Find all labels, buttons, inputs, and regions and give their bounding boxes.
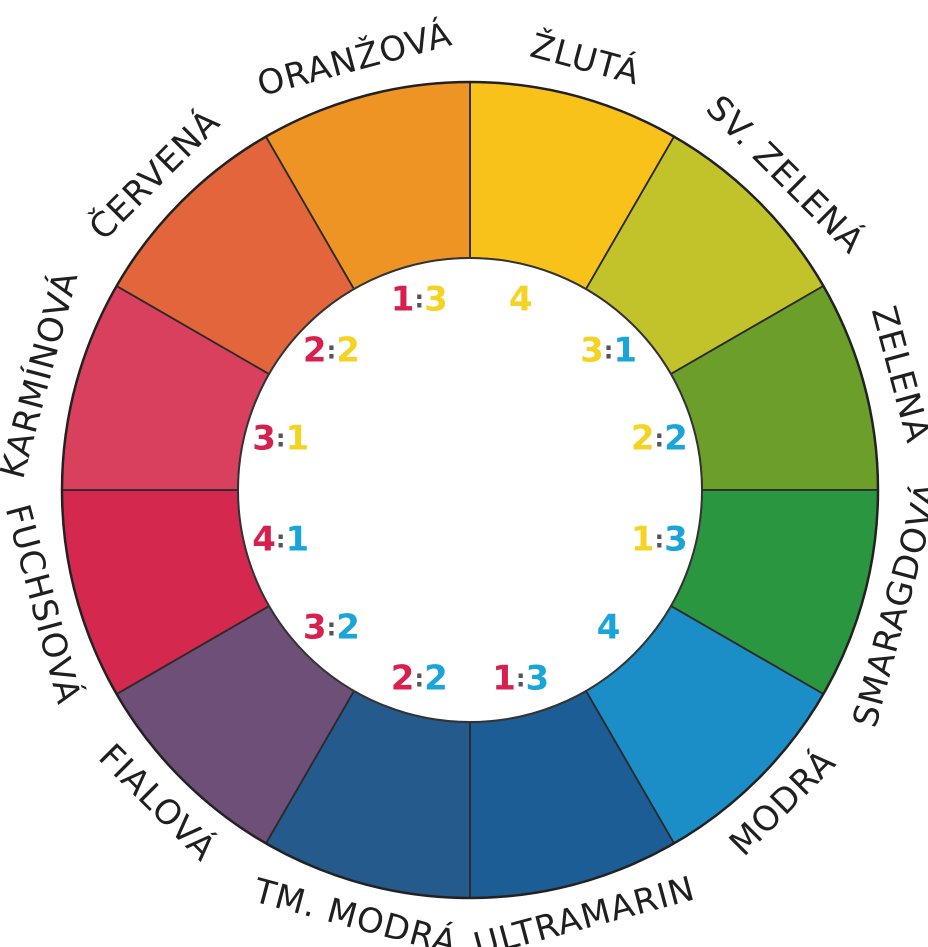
mix-ratio-label: 1:3	[631, 519, 688, 559]
mix-ratio-label: 1:3	[391, 279, 448, 319]
mix-ratio-label: 4	[597, 607, 621, 647]
mix-ratio-label: 3:2	[303, 607, 360, 647]
inner-circle	[238, 258, 702, 722]
mix-ratio-label: 3:1	[252, 418, 309, 458]
mix-ratio-label: 3:1	[580, 330, 637, 370]
color-name-label: ŽLUTÁ	[526, 25, 645, 94]
mix-ratio-label: 2:2	[303, 330, 360, 370]
mix-ratio-label: 1:3	[492, 658, 549, 698]
mix-ratio-label: 4:1	[252, 519, 309, 559]
mix-ratio-label: 2:2	[631, 418, 688, 458]
mix-ratio-label: 2:2	[391, 658, 448, 698]
mix-ratio-label: 4	[509, 279, 533, 319]
